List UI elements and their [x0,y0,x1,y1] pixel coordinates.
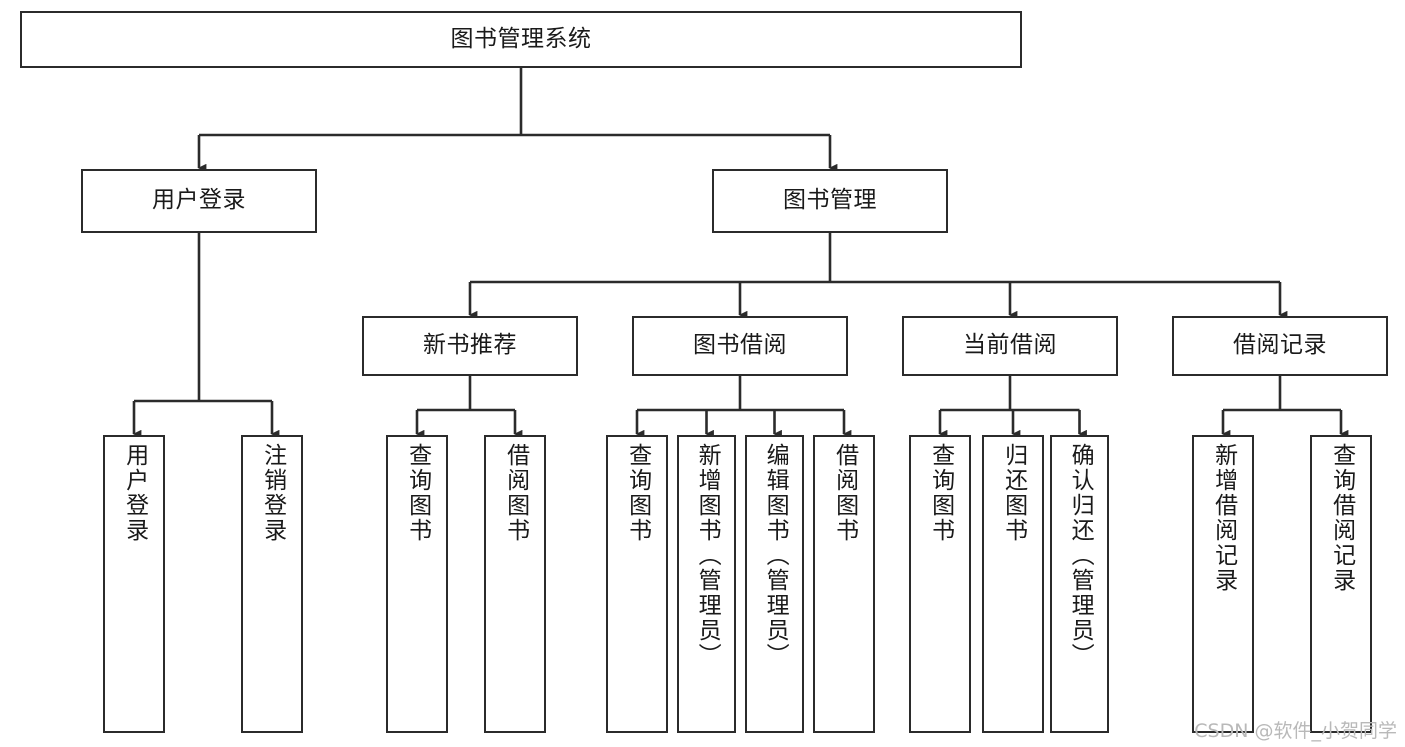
node-label: 借阅图书 [831,443,858,543]
node-label: 查询借阅记录 [1328,443,1355,593]
node-leaf-confirm[interactable]: 确认归还（管理员） [1050,435,1109,733]
node-label: 借阅记录 [1233,332,1327,359]
node-label: 新增借阅记录 [1210,443,1237,593]
node-label: 编辑图书（管理员） [762,443,789,668]
node-records[interactable]: 借阅记录 [1172,316,1388,376]
node-leaf-add[interactable]: 新增图书（管理员） [677,435,736,733]
node-label: 查询图书 [927,443,954,543]
node-root[interactable]: 图书管理系统 [20,11,1022,68]
node-label: 用户登录 [152,187,246,214]
node-leaf-userlogin[interactable]: 用户登录 [103,435,165,733]
node-leaf-return[interactable]: 归还图书 [982,435,1044,733]
node-label: 当前借阅 [963,332,1057,359]
node-leaf-edit[interactable]: 编辑图书（管理员） [745,435,804,733]
node-label: 查询图书 [404,443,431,543]
node-label: 图书管理系统 [450,25,592,52]
node-leaf-addrec[interactable]: 新增借阅记录 [1192,435,1254,733]
node-leaf-borrow1[interactable]: 借阅图书 [484,435,546,733]
node-login[interactable]: 用户登录 [81,169,317,233]
node-leaf-query3[interactable]: 查询图书 [909,435,971,733]
node-leaf-borrow2[interactable]: 借阅图书 [813,435,875,733]
node-label: 用户登录 [121,443,148,543]
node-label: 图书管理 [783,187,877,214]
node-leaf-query2[interactable]: 查询图书 [606,435,668,733]
node-label: 新书推荐 [423,332,517,359]
node-borrow[interactable]: 图书借阅 [632,316,848,376]
node-label: 归还图书 [1000,443,1027,543]
node-leaf-query1[interactable]: 查询图书 [386,435,448,733]
node-label: 查询图书 [624,443,651,543]
node-newbook[interactable]: 新书推荐 [362,316,578,376]
node-label: 图书借阅 [693,332,787,359]
node-leaf-queryrec[interactable]: 查询借阅记录 [1310,435,1372,733]
node-label: 确认归还（管理员） [1067,443,1094,668]
node-label: 新增图书（管理员） [694,443,721,668]
node-current[interactable]: 当前借阅 [902,316,1118,376]
node-bookmgmt[interactable]: 图书管理 [712,169,948,233]
node-label: 注销登录 [259,443,286,543]
node-leaf-logout[interactable]: 注销登录 [241,435,303,733]
node-label: 借阅图书 [502,443,529,543]
